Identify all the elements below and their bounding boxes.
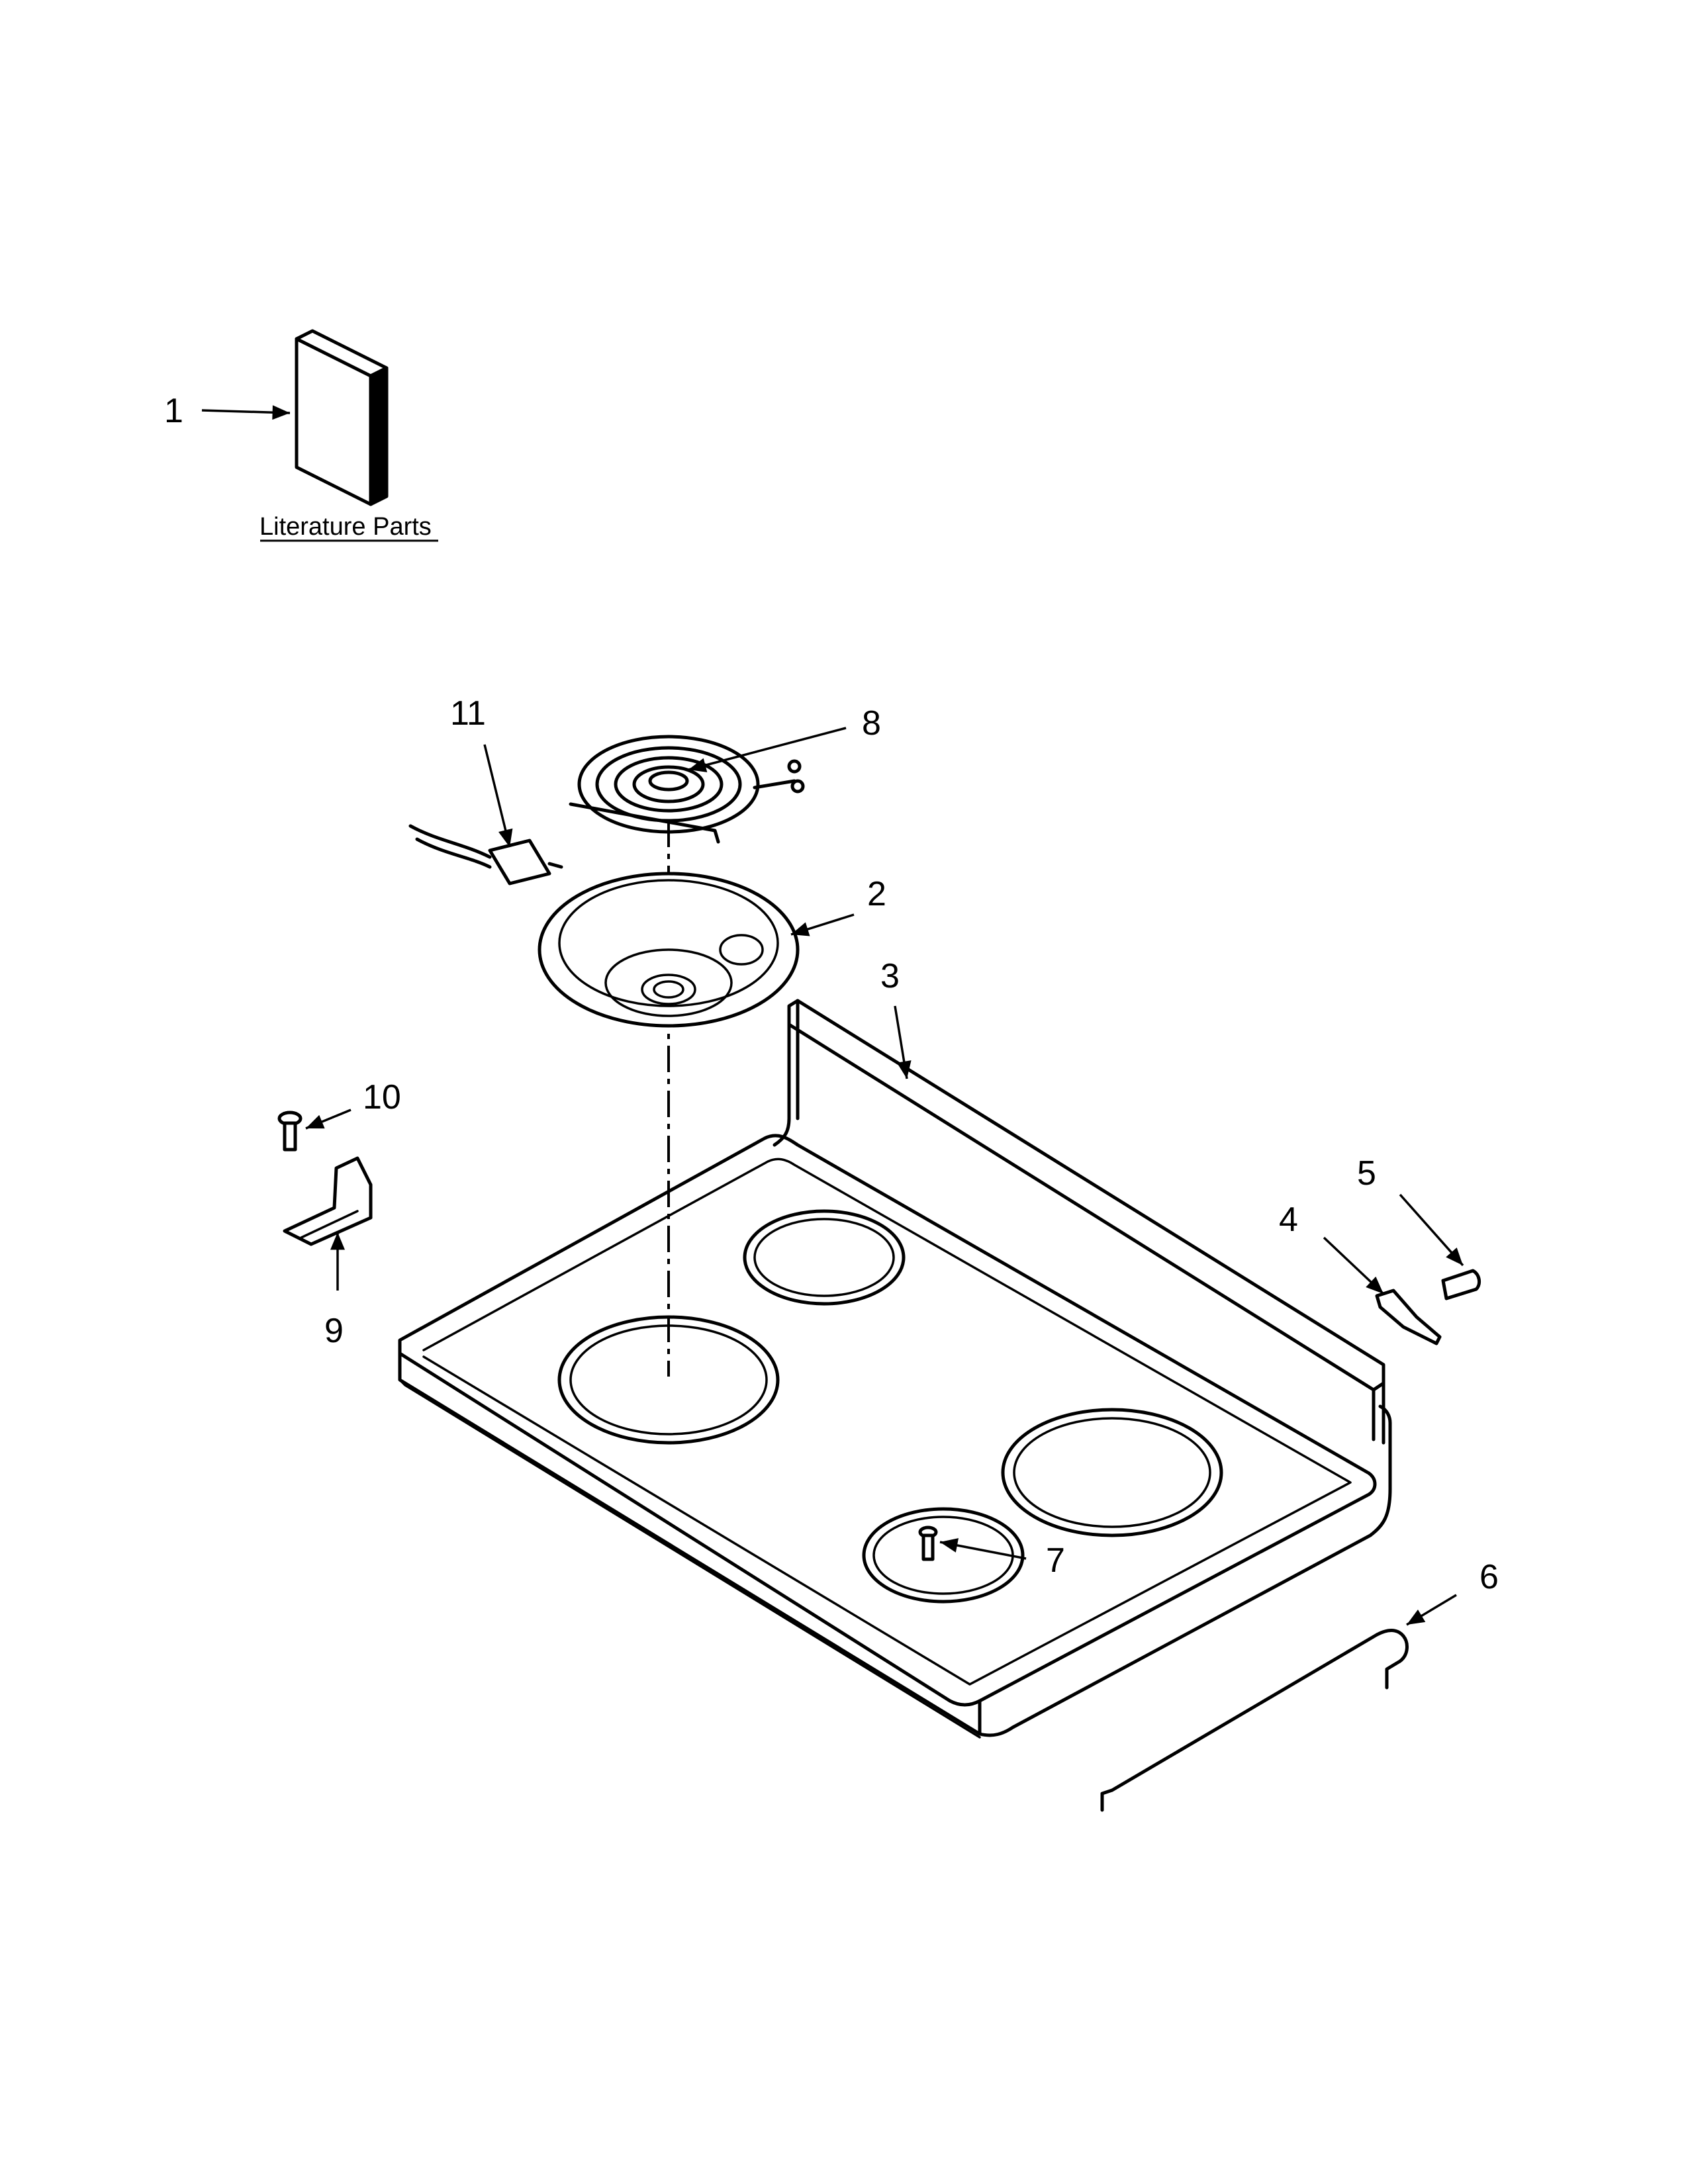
burner-opening-rear-right [1001, 1408, 1223, 1537]
screw-5 [1441, 1269, 1481, 1300]
screw-7 [918, 1525, 938, 1561]
callout-10: 10 [363, 1078, 401, 1116]
leader-8 [688, 727, 847, 772]
rod [1100, 1629, 1409, 1812]
leader-2 [790, 913, 855, 936]
callout-4: 4 [1279, 1201, 1298, 1239]
burner-opening-rear-left [743, 1209, 906, 1306]
drip-bowl [538, 872, 800, 1028]
leader-5 [1399, 1193, 1464, 1267]
callout-6: 6 [1479, 1558, 1499, 1596]
screw-10 [277, 1111, 303, 1152]
leader-6 [1406, 1594, 1457, 1626]
leader-1 [201, 405, 291, 420]
leader-10 [305, 1109, 352, 1130]
callout-11: 11 [450, 694, 486, 733]
callout-8: 8 [862, 704, 881, 743]
literature-label: Literature Parts [259, 513, 432, 541]
leader-3 [894, 1005, 912, 1079]
leader-11 [483, 744, 513, 848]
terminal-block [408, 824, 563, 886]
callout-5: 5 [1357, 1154, 1376, 1193]
callout-7: 7 [1046, 1541, 1065, 1580]
callout-2: 2 [867, 875, 886, 913]
leader-7 [939, 1538, 1027, 1560]
bracket [283, 1156, 373, 1246]
callout-3: 3 [880, 957, 900, 995]
callout-9: 9 [324, 1312, 344, 1350]
cooktop [398, 999, 1392, 1739]
callout-1: 1 [164, 392, 183, 430]
literature-booklet [295, 329, 389, 506]
surface-element [569, 735, 805, 844]
leader-4 [1323, 1236, 1385, 1295]
clip [1375, 1289, 1442, 1345]
burner-opening-front-right [862, 1507, 1025, 1604]
